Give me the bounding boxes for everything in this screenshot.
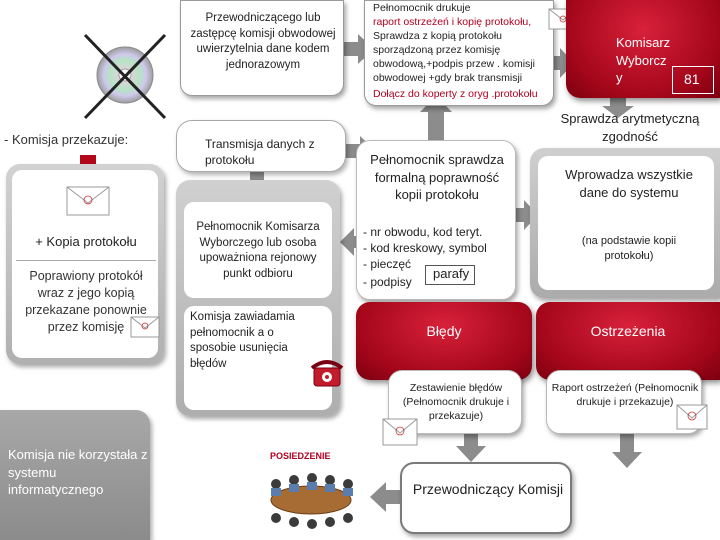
enters-data-inner xyxy=(538,156,714,290)
commissioner-text: Komisarz Wyborcz y xyxy=(616,35,671,86)
top-print-box: Pełnomocnik drukuje raport ostrzeżeń i k… xyxy=(364,0,554,106)
initials-box xyxy=(425,265,475,285)
warnings-box: Ostrzeżenia xyxy=(536,302,720,380)
plenipotentiary-inner-top xyxy=(184,202,332,298)
initials-text: parafy xyxy=(433,266,470,281)
enters-data-panel: Wprowadza wszystkie dane do systemu (na … xyxy=(530,148,720,298)
telephone-icon xyxy=(310,360,344,387)
envelope-icon xyxy=(130,316,160,338)
corrected-protocol-text: Poprawiony protokół wraz z jego kopią pr… xyxy=(25,269,147,334)
top-print-line-5: obwodową,+podpis przew . komisji xyxy=(373,58,535,70)
chair-deputy-box: Przewodniczącego lub zastępcę komisji ob… xyxy=(180,0,344,96)
checks-arithmetic-text: Sprawdza arytmetyczną zgodność xyxy=(560,111,700,144)
errors-text: Błędy xyxy=(426,323,462,339)
top-print-line-6: obwodowej +gdy brak transmisji xyxy=(373,72,523,84)
commissioner-box: Komisarz Wyborcz y 81 xyxy=(566,0,720,98)
meeting-table-icon xyxy=(270,473,353,529)
envelope-icon xyxy=(66,186,110,216)
plenipotentiary-inner-bottom xyxy=(184,306,332,410)
no-it-system-box: Komisja nie korzystała z systemu informa… xyxy=(0,410,150,540)
formal-check-item-1: - nr obwodu, kod teryt. xyxy=(363,225,483,239)
plenipotentiary-box: Pełnomocnik Komisarza Wyborczego lub oso… xyxy=(176,180,340,416)
left-gray-panel: + Kopia protokołu Poprawiony protokół wr… xyxy=(6,164,164,364)
envelope-icon xyxy=(676,404,708,430)
formal-check-title: Pełnomocnik sprawdza formalną poprawność… xyxy=(370,152,504,203)
warnings-report-text: Raport ostrzeżeń (Pełnomocnik drukuje i … xyxy=(551,382,699,409)
enters-data-text: Wprowadza wszystkie dane do systemu xyxy=(565,167,693,200)
top-print-line-4: sporządzoną przez komisję xyxy=(373,44,501,56)
top-print-line-7: Dołącz do koperty z oryg .protokołu xyxy=(373,88,538,100)
chair-deputy-text: Przewodniczącego lub zastępcę komisji ob… xyxy=(190,12,336,71)
errors-statement-text: Zestawienie błędów (Pełnomocnik drukuje … xyxy=(402,382,510,423)
envelope-icon xyxy=(382,418,418,446)
warnings-report-box: Raport ostrzeżeń (Pełnomocnik drukuje i … xyxy=(546,370,702,434)
top-print-line-2: raport ostrzeżeń i kopię protokołu, xyxy=(373,16,532,28)
page-number-box xyxy=(672,66,714,94)
errors-box: Błędy xyxy=(356,302,532,380)
copy-of-protocol-text: + Kopia protokołu xyxy=(35,234,137,249)
divider xyxy=(16,260,156,261)
arrow-down-warnings xyxy=(612,430,642,468)
transmission-box: Transmisja danych z protokołu xyxy=(176,120,346,172)
formal-check-item-3: - pieczęć xyxy=(363,257,412,271)
chair-commission-box: Przewodniczący Komisji xyxy=(400,462,572,534)
transmission-text: Transmisja danych z protokołu xyxy=(205,137,315,167)
warnings-text: Ostrzeżenia xyxy=(590,323,666,339)
summons-text: POSIEDZENIE xyxy=(270,451,331,461)
no-it-system-text: Komisja nie korzystała z systemu informa… xyxy=(8,447,148,498)
commission-notifies-text: Komisja zawiadamia pełnomocnik a o sposo… xyxy=(190,311,295,370)
enters-data-note: (na podstawie kopii protokołu) xyxy=(581,235,677,262)
formal-check-panel: Pełnomocnik sprawdza formalną poprawność… xyxy=(356,140,516,300)
formal-check-item-4: - podpisy xyxy=(363,275,412,289)
top-print-line-3: Sprawdza z kopią protokołu xyxy=(373,30,502,42)
page-number: 81 xyxy=(684,71,700,87)
formal-check-item-2: - kod kreskowy, symbol xyxy=(363,241,487,255)
cd-disc-crossed xyxy=(80,30,170,120)
chair-commission-text: Przewodniczący Komisji xyxy=(412,481,564,497)
arrow-down-commissioner xyxy=(602,98,634,118)
top-print-line-1: Pełnomocnik drukuje xyxy=(373,2,471,14)
plenipotentiary-text: Pełnomocnik Komisarza Wyborczego lub oso… xyxy=(196,221,320,280)
commission-hands-over-text: - Komisja przekazuje: xyxy=(4,132,129,147)
